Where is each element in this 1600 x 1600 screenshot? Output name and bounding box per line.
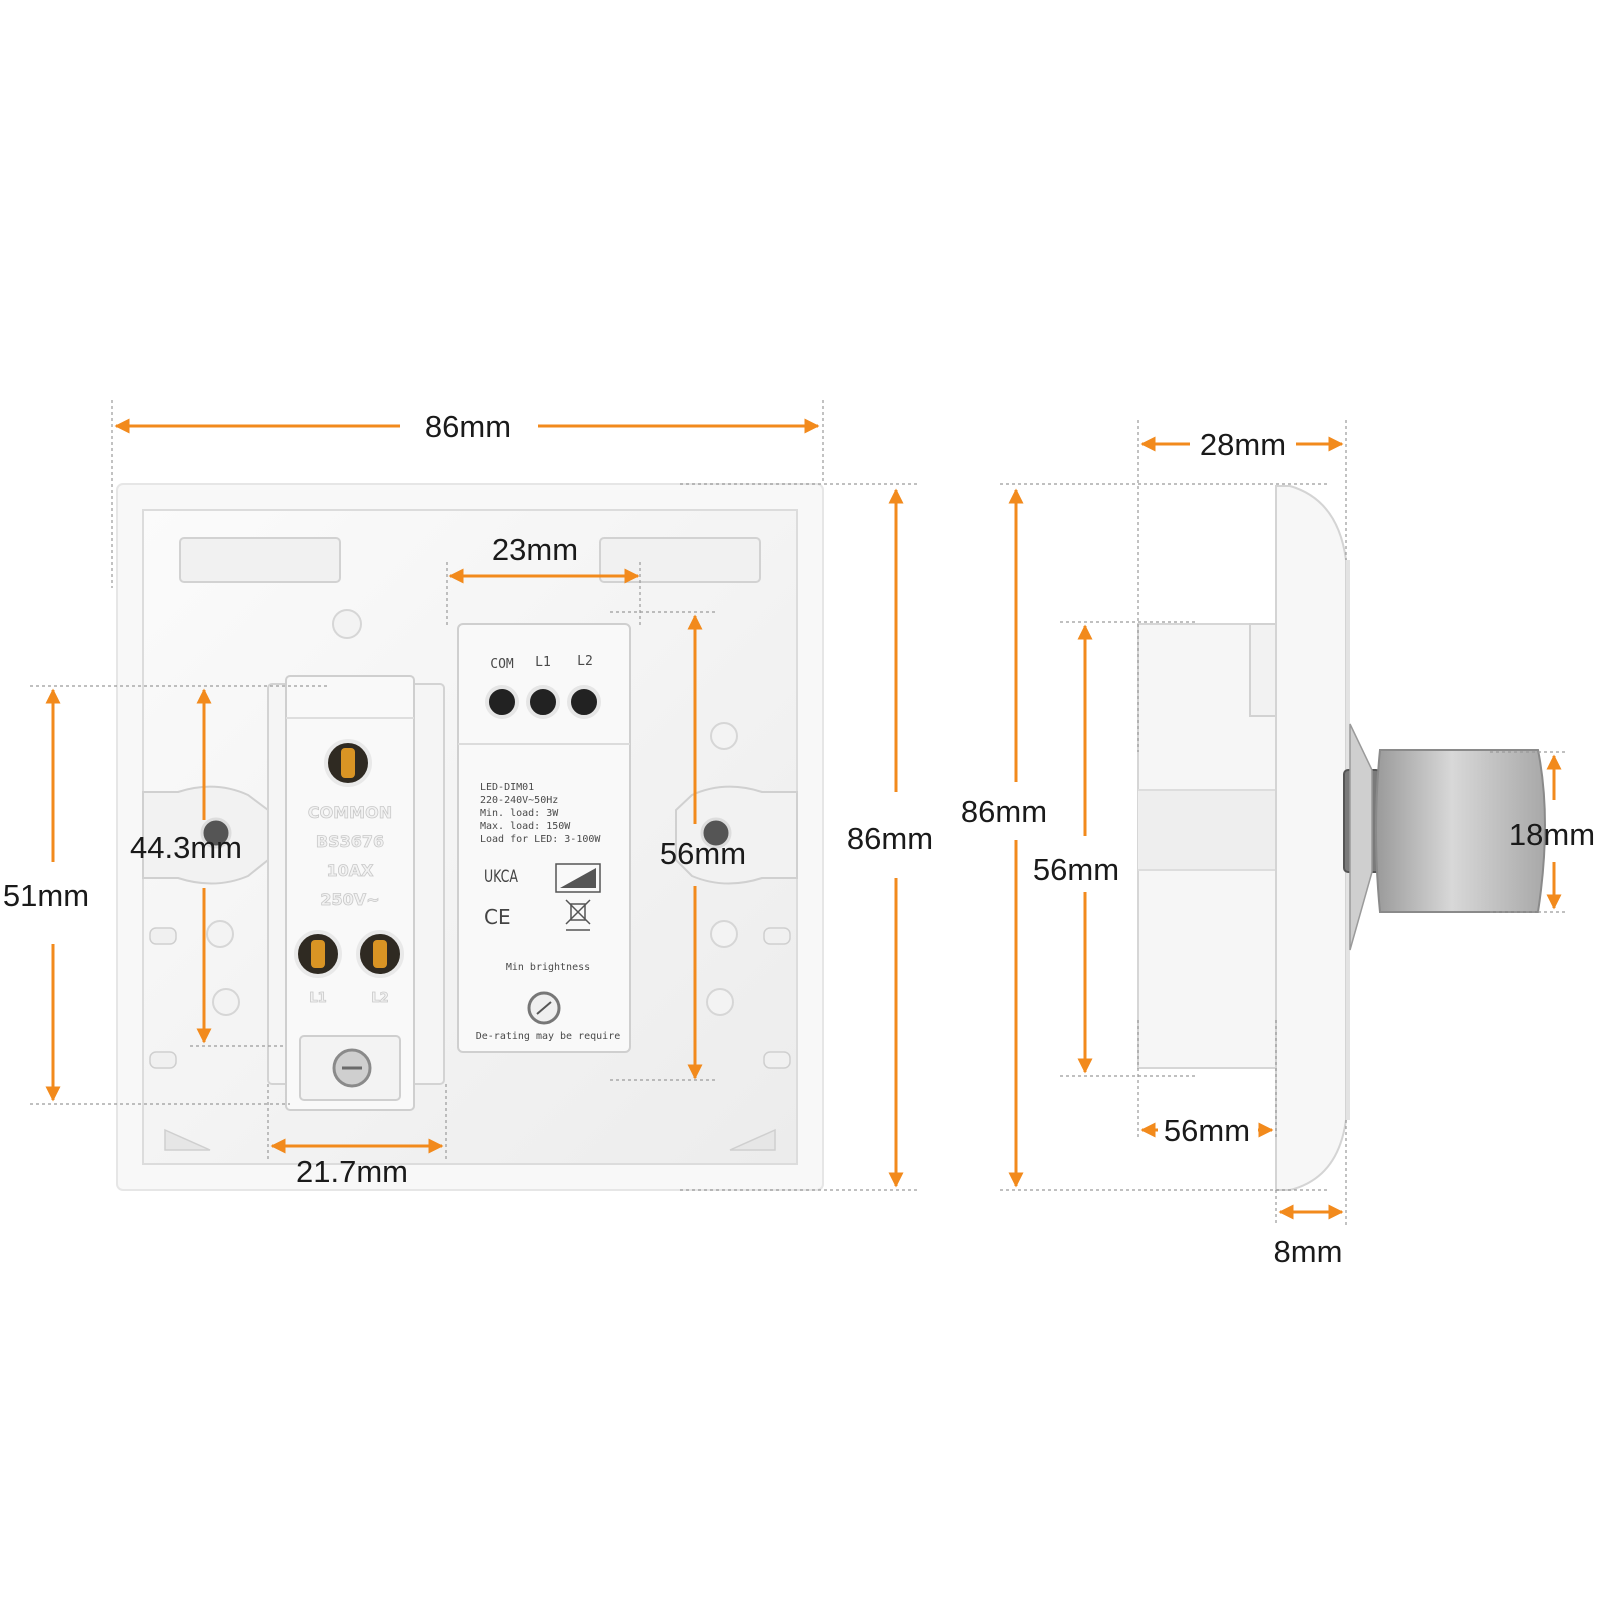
- dimmer-body: [457, 623, 631, 1053]
- plate-clip: [763, 927, 791, 945]
- side-face-plate: [1275, 485, 1347, 1191]
- switch-body: [285, 675, 415, 1111]
- side-view: 28mm 86mm 56mm 18mm 56mm 8mm: [961, 420, 1595, 1269]
- terminal-screw: [311, 940, 325, 968]
- weee-bin-icon: [565, 899, 591, 931]
- plate-slot-left: [179, 537, 341, 583]
- spec-line: Max. load: 150W: [480, 821, 571, 832]
- ukca-mark: UKCA: [484, 867, 518, 887]
- plate-hole: [332, 609, 362, 639]
- embossed-line: 10AX: [327, 861, 375, 880]
- plate-hole: [710, 920, 738, 948]
- embossed-line: BS3676: [316, 832, 384, 851]
- derating-note: De-rating may be require: [476, 1031, 621, 1042]
- front-dimension-arrows: [45, 418, 904, 1188]
- dimmer-terminal-label-l2: L2: [577, 654, 593, 669]
- dimmer-terminal-l1: [526, 685, 560, 719]
- terminal-screw: [341, 748, 355, 778]
- side-dimension-arrows: [1008, 436, 1562, 1220]
- side-guide-lines: [1000, 420, 1565, 1226]
- plate-corner-tab: [164, 1128, 211, 1151]
- fixing-hole-right: [700, 817, 732, 849]
- module-width-label: 23mm: [492, 532, 578, 567]
- front-view: COMMON BS3676 10AX 250V~ L1 L2 COM L1 L2…: [3, 400, 933, 1191]
- ce-mark: CE: [484, 905, 511, 929]
- plate-hole: [706, 988, 734, 1016]
- plate-hole: [212, 988, 240, 1016]
- fixing-hole-left: [200, 817, 232, 849]
- terminal-screw: [373, 940, 387, 968]
- spec-line: Min. load: 3W: [480, 808, 559, 819]
- module-height-label: 56mm: [660, 836, 746, 871]
- spec-line: Load for LED: 3-100W: [480, 834, 601, 845]
- side-module-height-label: 56mm: [1033, 852, 1119, 887]
- depth-label: 28mm: [1200, 427, 1286, 462]
- spec-line: 220-240V~50Hz: [480, 795, 558, 806]
- knob-bracket: [1349, 723, 1373, 951]
- module-depth-label: 56mm: [1164, 1113, 1250, 1148]
- side-module-clip: [1249, 623, 1277, 717]
- height-label: 86mm: [847, 821, 933, 856]
- dimming-symbol-icon: [560, 868, 596, 888]
- width-label: 86mm: [425, 409, 511, 444]
- plate-clip: [763, 1051, 791, 1069]
- dimmer-terminal-label-l1: L1: [535, 655, 551, 670]
- side-module-band: [1138, 790, 1276, 870]
- switch-height-label: 44.3mm: [130, 830, 242, 865]
- front-guide-lines: [30, 400, 920, 1191]
- min-brightness-label: Min brightness: [506, 962, 590, 973]
- dimmer-terminal-com: [485, 685, 519, 719]
- terminal-l1-label: L1: [309, 991, 326, 1006]
- knob-diameter-label: 18mm: [1509, 817, 1595, 852]
- terminal-l2-label: L2: [371, 991, 388, 1006]
- embossed-line: COMMON: [308, 803, 392, 822]
- plate-corner-tab: [729, 1128, 776, 1151]
- spec-line: LED-DIM01: [480, 782, 534, 793]
- fixing-pitch-label: 51mm: [3, 878, 89, 913]
- switch-module: COMMON BS3676 10AX 250V~ L1 L2: [267, 675, 445, 1111]
- switch-width-label: 21.7mm: [296, 1154, 408, 1189]
- embossed-line: 250V~: [320, 890, 379, 909]
- side-height-label: 86mm: [961, 794, 1047, 829]
- plate-clip: [149, 1051, 177, 1069]
- plate-hole: [206, 920, 234, 948]
- dimmer-terminal-l2: [567, 685, 601, 719]
- plate-thickness-label: 8mm: [1274, 1234, 1343, 1269]
- dimmer-terminal-label-com: COM: [490, 657, 514, 672]
- fixing-lug-right: [675, 785, 798, 885]
- dimmer-module: COM L1 L2 LED-DIM01 220-240V~50Hz Min. l…: [457, 623, 631, 1053]
- trimmer-slot: [536, 1001, 552, 1015]
- plate-clip: [149, 927, 177, 945]
- dimming-symbol-box: [555, 863, 601, 893]
- plate-hole: [710, 722, 738, 750]
